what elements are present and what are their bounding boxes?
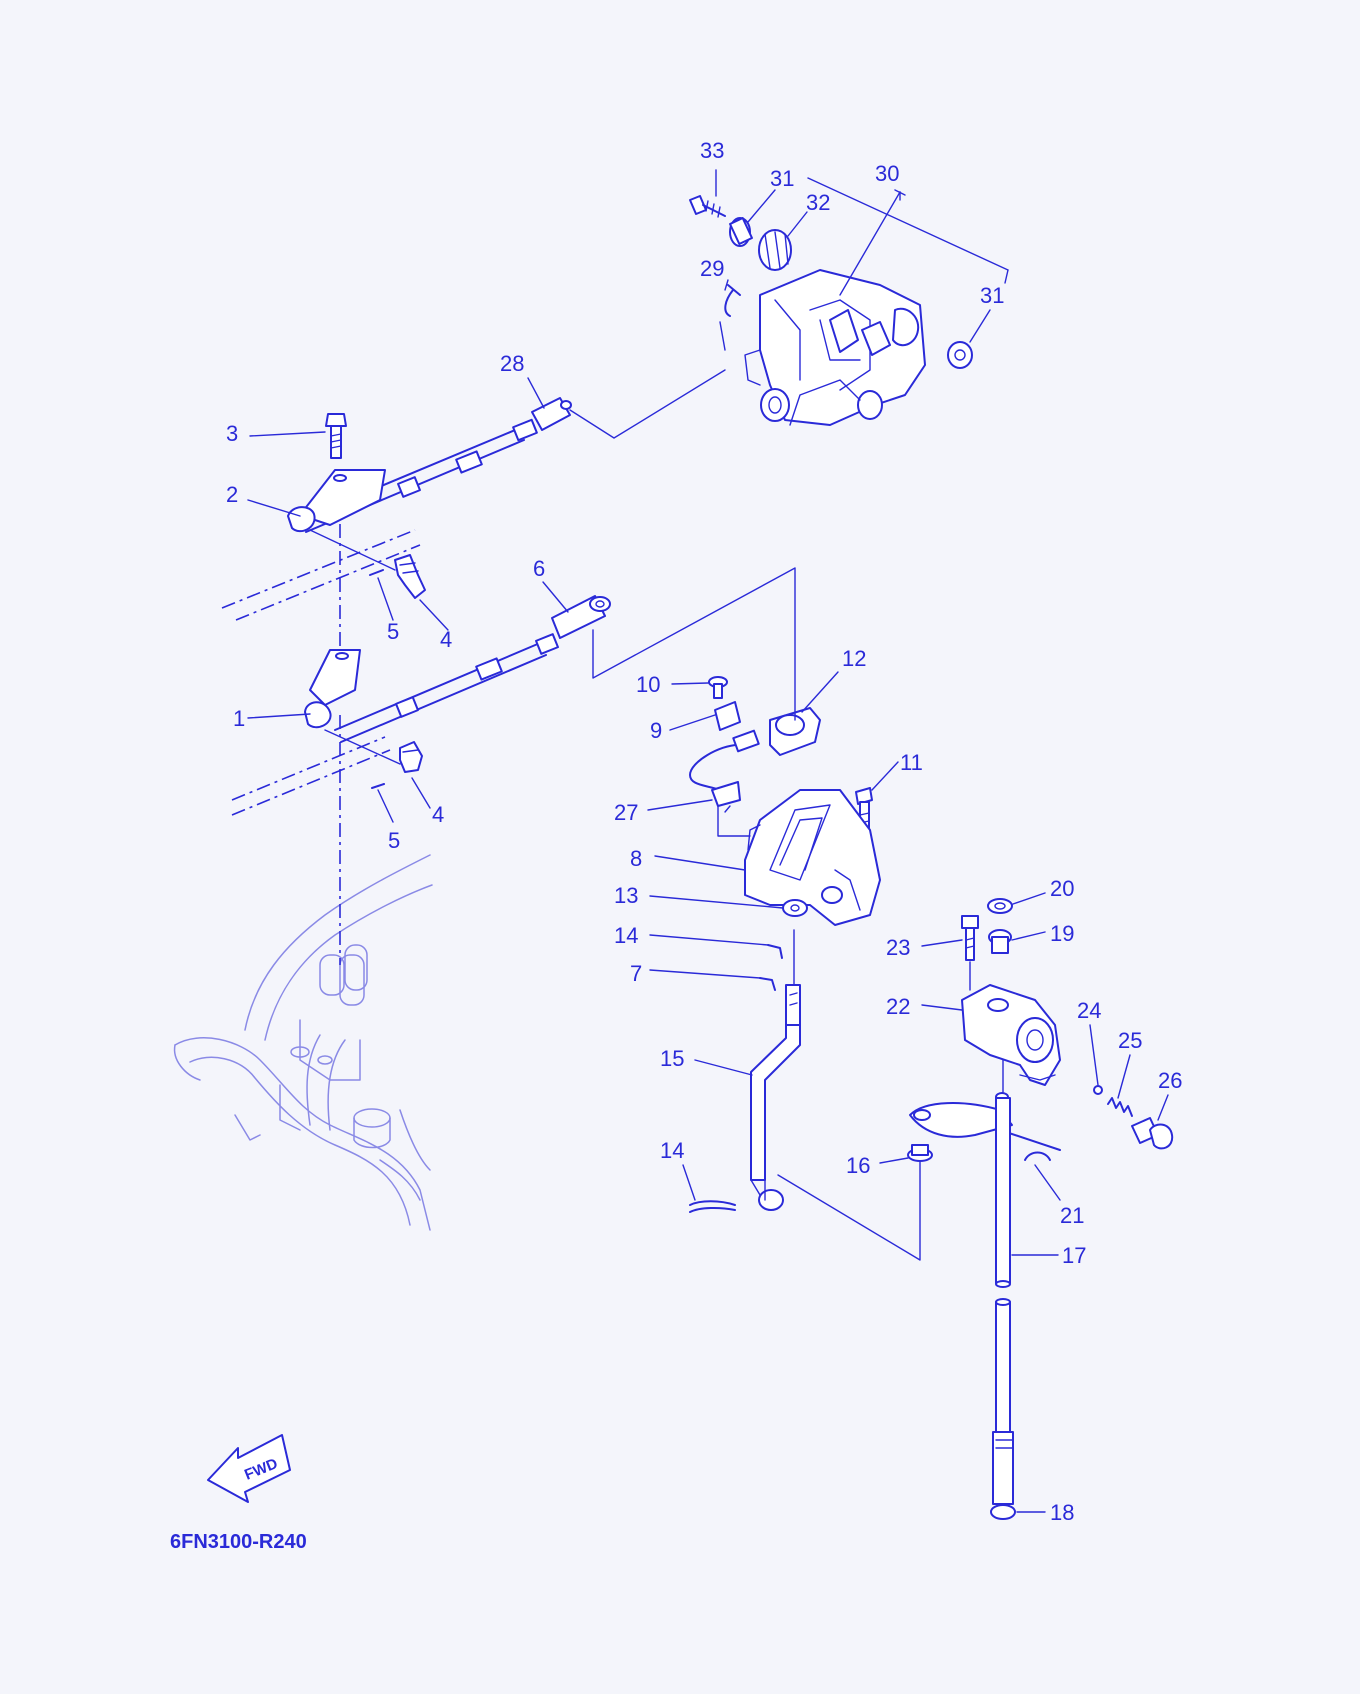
callout-11: 11 [900, 750, 923, 775]
part-5-pin-lower [371, 783, 385, 789]
part-14-clip-upper [767, 944, 783, 959]
callout-21: 21 [1060, 1203, 1084, 1228]
callout-18: 18 [1050, 1500, 1074, 1525]
callout-3: 3 [226, 421, 238, 446]
callout-17: 17 [1062, 1243, 1086, 1268]
engine-bracket-outline [173, 854, 433, 1231]
callout-1: 1 [233, 706, 245, 731]
callout-5-upper: 5 [387, 619, 399, 644]
callout-19: 19 [1050, 921, 1074, 946]
callout-labels: 1 2 3 4 4 5 5 6 7 8 9 10 11 12 13 14 14 … [226, 138, 1182, 1525]
part-8-control-bracket [744, 789, 881, 926]
callout-5-lower: 5 [388, 828, 400, 853]
part-5-pin-upper [369, 569, 384, 576]
callout-8: 8 [630, 846, 642, 871]
callout-33: 33 [700, 138, 724, 163]
callout-29: 29 [700, 256, 724, 281]
part-25-spring [1107, 1097, 1133, 1117]
part-19-bushing [988, 929, 1012, 954]
callout-7: 7 [630, 961, 642, 986]
callout-14-upper: 14 [614, 923, 638, 948]
part-31-collar-upper [729, 217, 753, 247]
throttle-cable [334, 633, 559, 743]
callout-32: 32 [806, 190, 830, 215]
part-22-shift-bracket [961, 984, 1061, 1086]
part-28-cable-joint [531, 397, 572, 431]
callout-20: 20 [1050, 876, 1074, 901]
callout-27: 27 [614, 800, 638, 825]
callout-16: 16 [846, 1153, 870, 1178]
part-7-pin [759, 977, 776, 991]
callout-10: 10 [636, 672, 660, 697]
callout-26: 26 [1158, 1068, 1182, 1093]
part-10-screw [708, 676, 728, 699]
part-13-washer [782, 899, 808, 917]
part-6-cable-joint [551, 595, 611, 639]
callout-9: 9 [650, 718, 662, 743]
part-31-collar-lower [947, 341, 973, 369]
callout-6: 6 [533, 556, 545, 581]
callout-28: 28 [500, 351, 524, 376]
leader-lines [247, 169, 1169, 1513]
part-32-grommet [758, 229, 792, 271]
part-4-clip-upper [394, 554, 426, 599]
part-4-clip-lower [399, 741, 423, 773]
part-14-clip-lower [689, 1200, 736, 1213]
callout-2: 2 [226, 482, 238, 507]
callout-22: 22 [886, 994, 910, 1019]
callout-31-upper: 31 [770, 166, 794, 191]
callout-24: 24 [1077, 998, 1101, 1023]
diagram-code: 6FN3100-R240 [170, 1531, 307, 1553]
callout-30: 30 [875, 161, 899, 186]
callout-4-upper: 4 [440, 627, 452, 652]
part-3-bolt [325, 413, 347, 459]
callout-23: 23 [886, 935, 910, 960]
part-1-clamp [304, 649, 361, 729]
callout-25: 25 [1118, 1028, 1142, 1053]
part-12-cam [769, 707, 821, 756]
callout-15: 15 [660, 1046, 684, 1071]
part-27-neutral-switch [689, 729, 760, 813]
part-23-bolt [961, 915, 979, 961]
part-30-shift-bracket-assy [744, 269, 926, 426]
part-24-ball [1093, 1085, 1103, 1095]
callout-31-lower: 31 [980, 283, 1004, 308]
part-9-bracket [714, 701, 741, 731]
part-16-bushing [907, 1144, 933, 1162]
part-15-shift-rod [750, 984, 801, 1211]
part-33-bolt [689, 195, 726, 218]
callout-14-lower: 14 [660, 1138, 684, 1163]
part-26-plug [1131, 1117, 1174, 1150]
part-18-o-ring [990, 1504, 1016, 1520]
callout-12: 12 [842, 646, 866, 671]
part-2-clamp [287, 469, 386, 533]
fwd-arrow-icon: FWD [207, 1434, 291, 1503]
callout-4-lower: 4 [432, 802, 444, 827]
part-20-washer [987, 898, 1013, 914]
part-21-lever-plate [909, 1102, 1061, 1161]
part-17-shift-shaft [992, 1092, 1014, 1505]
part-29-clip [724, 284, 741, 317]
callout-13: 13 [614, 883, 638, 908]
